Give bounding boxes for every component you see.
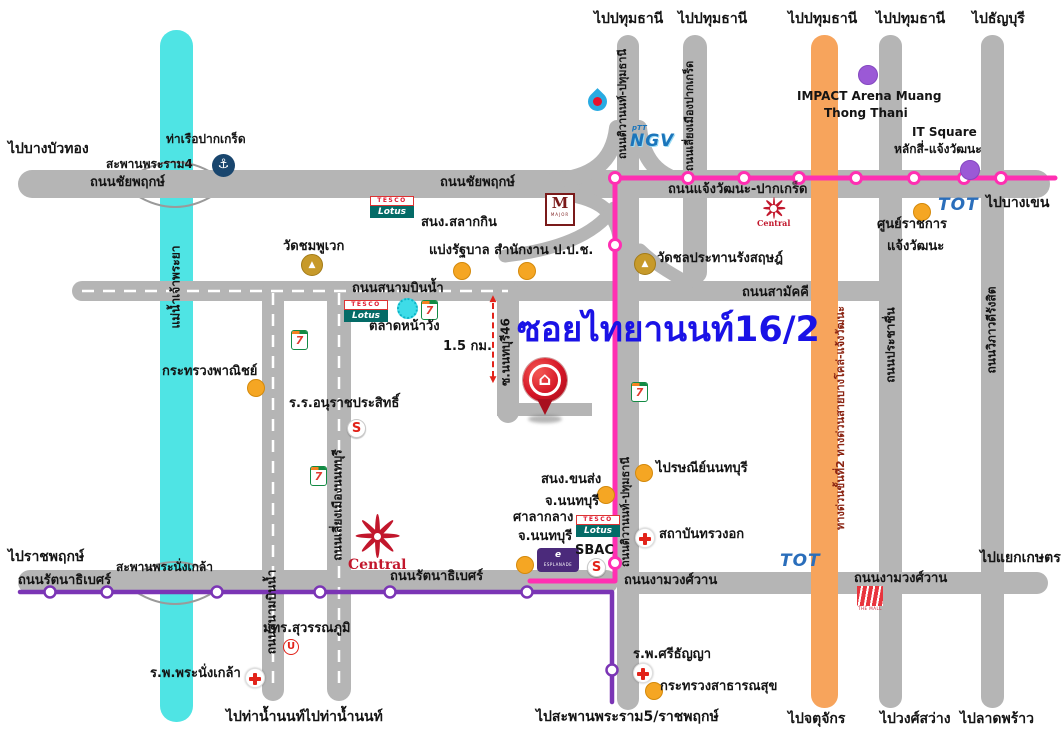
road-stub-to-pin	[497, 403, 592, 416]
road-tiwanon	[617, 35, 639, 710]
road-rattanathibet	[18, 570, 618, 594]
road-center-dashes	[82, 289, 508, 692]
chaophraya-river-shape	[160, 30, 193, 722]
road-liangmueang-pakkret	[683, 35, 707, 284]
road-prachachuen	[879, 35, 902, 708]
expressway-stage2	[811, 35, 838, 708]
road-soi-nonthaburi46	[497, 281, 519, 423]
purple-stations	[43, 585, 619, 677]
magenta-stations	[608, 171, 1008, 570]
expressway-group	[811, 35, 838, 708]
interchange-curves	[498, 120, 706, 290]
route-magenta	[527, 175, 1058, 584]
route-purple	[17, 589, 615, 705]
river-group	[160, 30, 193, 722]
road-vibhavadi	[981, 35, 1004, 708]
bridge-arcs	[135, 161, 215, 605]
